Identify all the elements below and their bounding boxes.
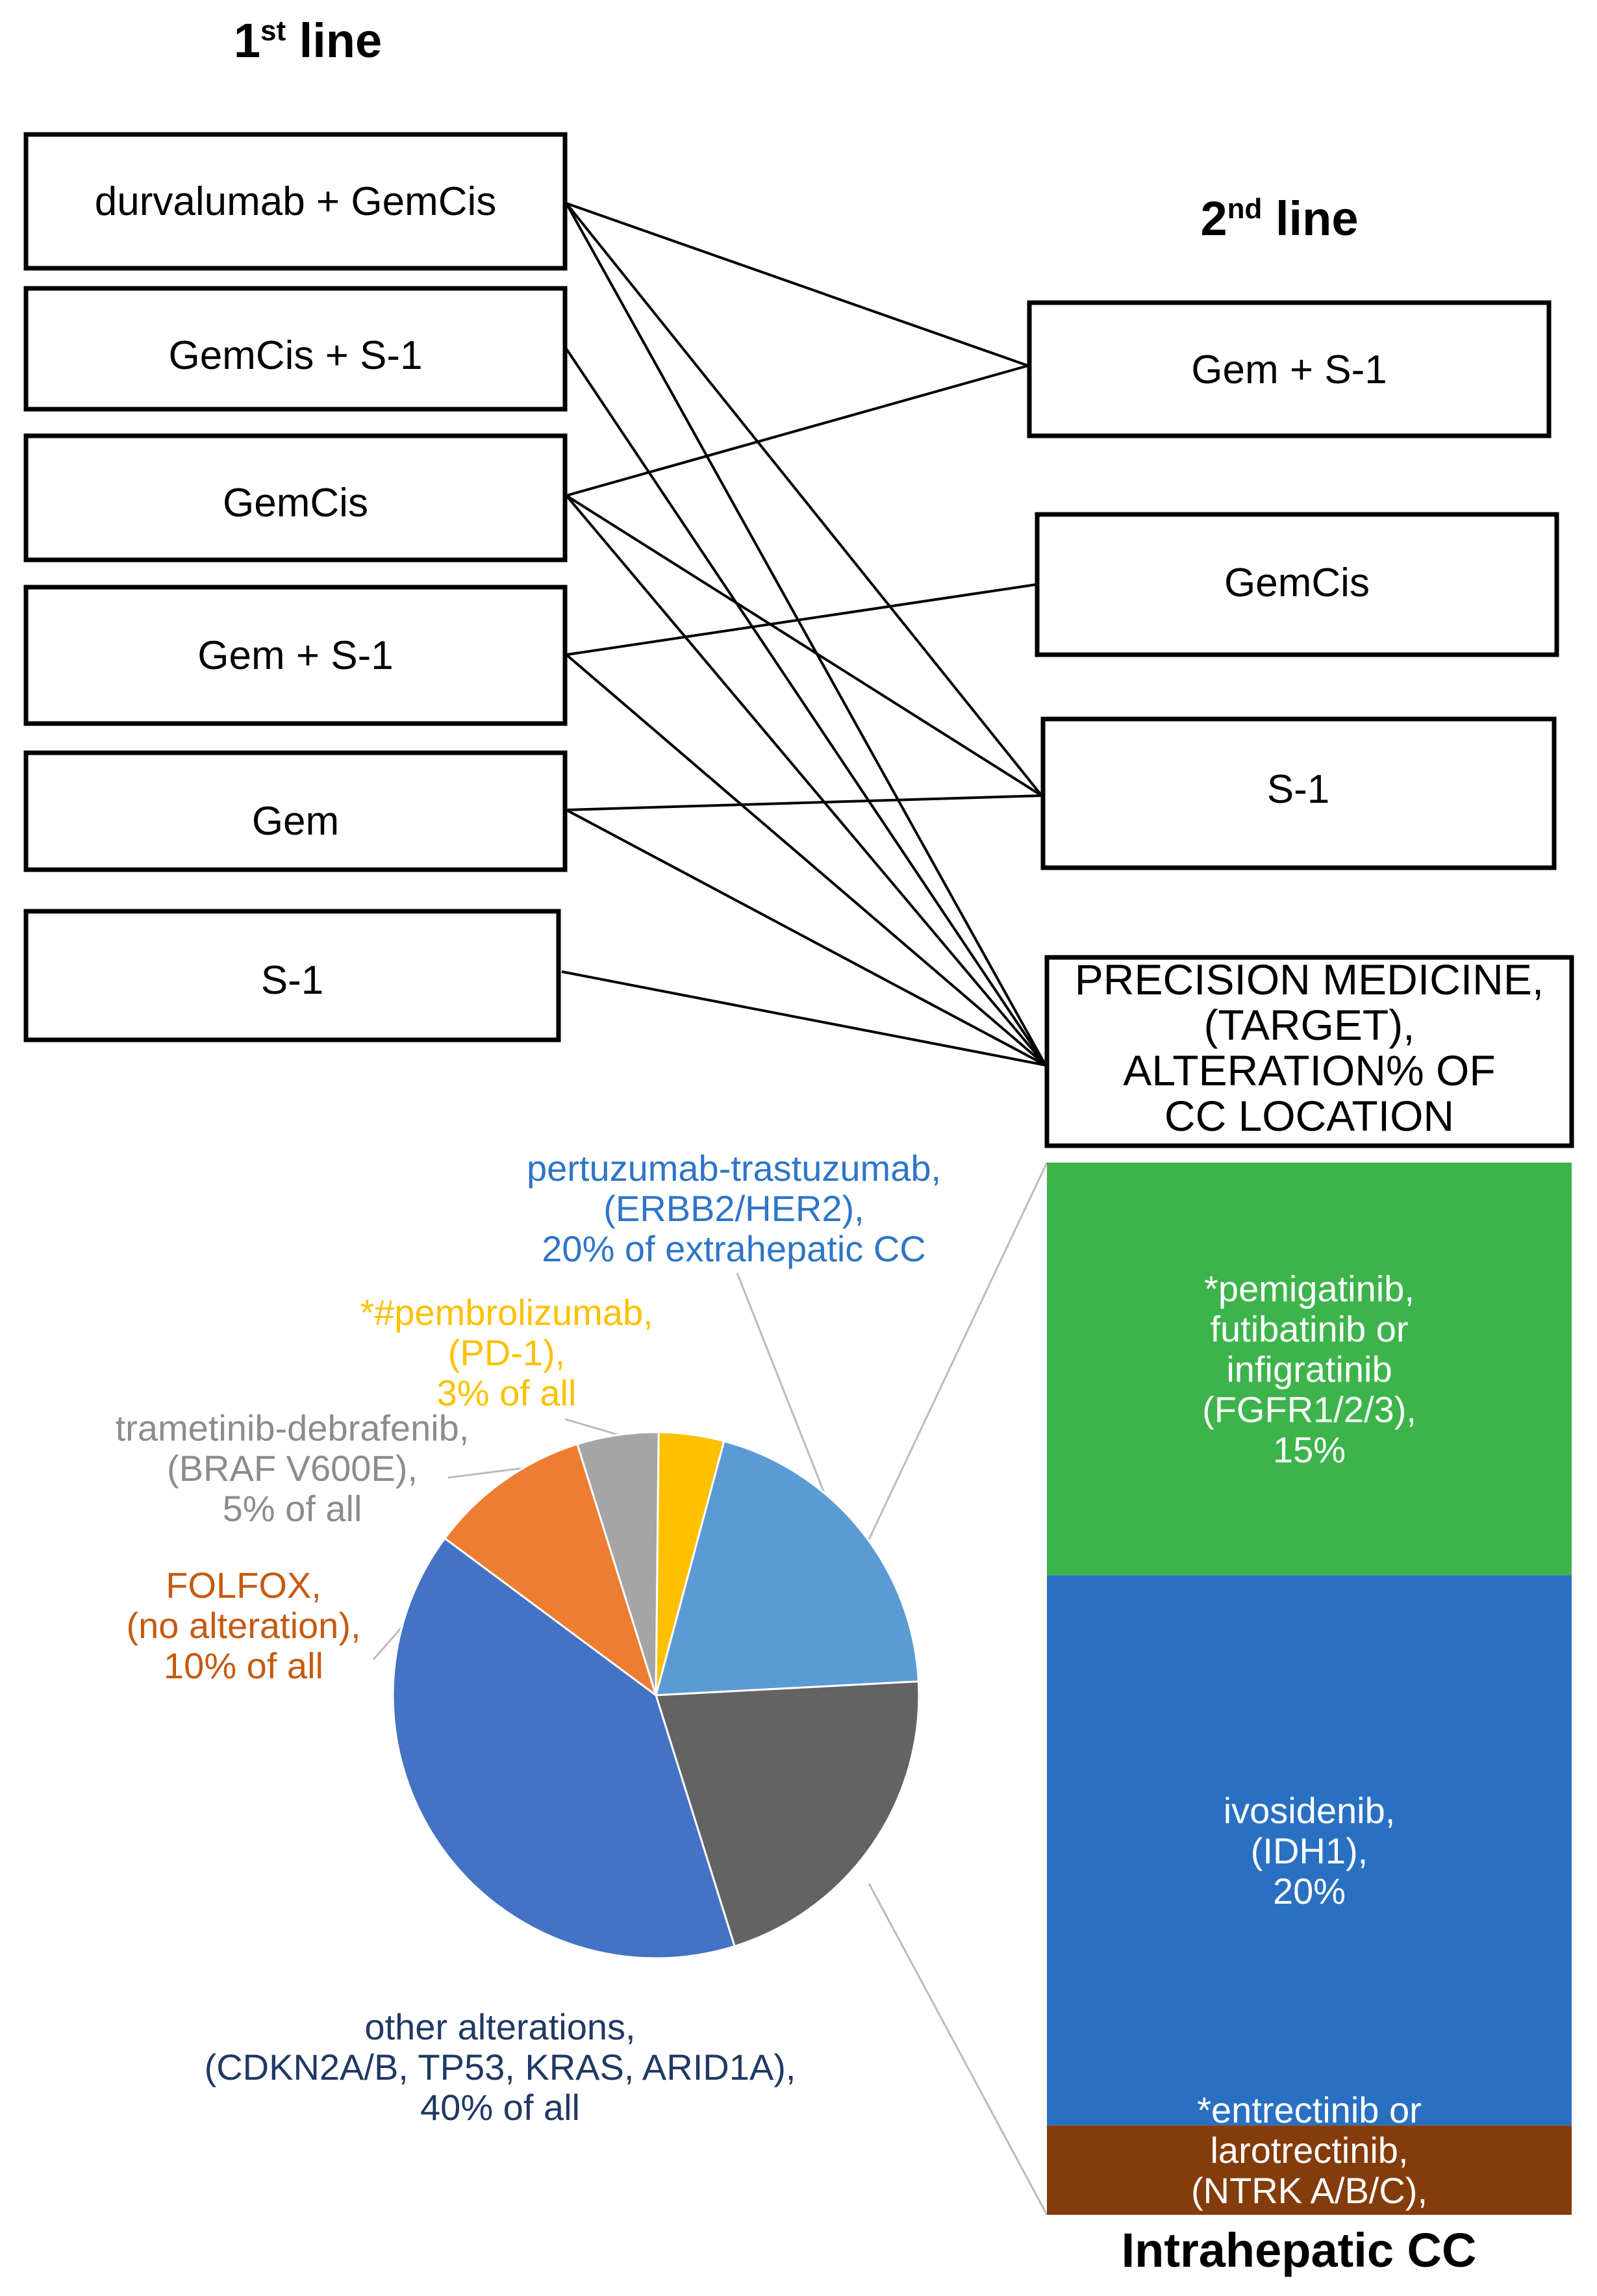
second-line-box-s1: S-1 <box>1040 716 1557 870</box>
pie-labels: pertuzumab-trastuzumab,(ERBB2/HER2),20% … <box>116 1148 941 2128</box>
pie-slice-folfox <box>443 1443 658 1698</box>
first-line-box-gemcis-s1: GemCis + S-1 <box>23 286 568 412</box>
bar-label-idh1-line-2: (IDH1), <box>1251 1830 1368 1871</box>
second-line-box-label: Gem + S-1 <box>1191 347 1387 392</box>
pie-label-her2-line-3: 20% of extrahepatic CC <box>542 1228 925 1269</box>
connection-line <box>566 364 1029 497</box>
bar-segment-idh1 <box>1047 1575 1572 2126</box>
intrahepatic-title: Intrahepatic CC <box>1122 2223 1477 2277</box>
pie-label-folfox-line-1: FOLFOX, <box>166 1565 321 1606</box>
bar-label-fgfr-line-5: 15% <box>1273 1430 1346 1470</box>
connector-top <box>868 1162 1048 1540</box>
bar-label-fgfr-line-2: futibatinib or <box>1210 1309 1408 1350</box>
connection-line <box>565 202 1043 797</box>
first-line-box-s1: S-1 <box>23 909 561 1042</box>
bar-segment-fgfr <box>1047 1163 1572 1576</box>
connection-line <box>565 494 1047 1066</box>
precision-line-3: ALTERATION% OF <box>1123 1046 1495 1094</box>
bar-label-fgfr-line-1: *pemigatinib, <box>1204 1268 1415 1309</box>
bar-label-idh1-line-3: 20% <box>1273 1871 1346 1911</box>
pie-label-pd1-line-1: *#pembrolizumab, <box>360 1292 653 1333</box>
bar-label-idh1-line-1: ivosidenib, <box>1224 1790 1396 1831</box>
connection-line <box>566 794 1042 811</box>
connection-line <box>565 653 1047 1066</box>
connection-line <box>566 202 1029 367</box>
pie-label-her2-line-1: pertuzumab-trastuzumab, <box>527 1148 941 1189</box>
bar-segment-ntrk <box>1047 2125 1572 2215</box>
first-line-box-label: S-1 <box>261 958 323 1003</box>
second-line-box-label: S-1 <box>1267 767 1329 812</box>
first-line-box-durvalumab-gemcis: durvalumab + GemCis <box>23 132 568 271</box>
connection-line <box>566 583 1037 656</box>
connection-line <box>565 203 1047 1066</box>
second-line-box-gemcis: GemCis <box>1035 512 1559 657</box>
bar-label-ntrk-line-1: *entrectinib or <box>1197 2089 1422 2130</box>
bar-label-ntrk-line-4: 1% <box>1283 2210 1336 2251</box>
pie-label-her2-line-2: (ERBB2/HER2), <box>603 1188 864 1229</box>
bar-label-fgfr-line-3: infigratinib <box>1226 1349 1392 1390</box>
pie-label-braf-line-3: 5% of all <box>223 1488 362 1529</box>
connector-bottom <box>868 1883 1048 2215</box>
first-line-box-label: GemCis + S-1 <box>168 333 422 378</box>
second-line-box-gem-s1: Gem + S-1 <box>1027 300 1552 438</box>
first-line-heading: 1st line <box>234 14 382 68</box>
pie-label-other-line-2: (CDKN2A/B, TP53, KRAS, ARID1A), <box>205 2047 796 2088</box>
connection-lines <box>561 202 1047 1066</box>
bar-label-fgfr-line-4: (FGFR1/2/3), <box>1202 1389 1416 1430</box>
precision-medicine-box: PRECISION MEDICINE, (TARGET), ALTERATION… <box>1044 955 1574 1148</box>
bar-label-ntrk-line-3: (NTRK A/B/C), <box>1191 2170 1427 2211</box>
pie-slice-intrahepatic <box>654 1680 920 1948</box>
first-line-box-label: Gem <box>252 799 339 844</box>
connection-line <box>566 809 1046 1066</box>
pie-label-pd1-line-3: 3% of all <box>437 1372 577 1413</box>
pie-label-other-line-3: 40% of all <box>420 2087 580 2128</box>
connection-line <box>561 970 1046 1066</box>
pie-label-folfox-line-3: 10% of all <box>164 1645 323 1686</box>
pie-slice-pd1 <box>655 1431 725 1696</box>
connection-line <box>565 347 1047 1066</box>
stacked-bar: *pemigatinib,futibatinib orinfigratinib(… <box>1047 1163 1572 2251</box>
pie-label-braf-line-1: trametinib-debrafenib, <box>116 1407 470 1448</box>
second-line-boxes: Gem + S-1 GemCis S-1 PRECISION MEDICINE,… <box>1027 300 1574 1148</box>
pie-to-bar-connectors <box>868 1162 1048 2215</box>
second-line-box-label: GemCis <box>1224 561 1370 605</box>
pie-label-folfox-line-2: (no alteration), <box>126 1605 360 1646</box>
first-line-box-label: GemCis <box>223 481 368 525</box>
first-line-box-gem: Gem <box>23 750 568 872</box>
pie-chart <box>392 1431 920 1960</box>
pie-label-pd1-line-2: (PD-1), <box>448 1332 565 1373</box>
first-line-box-label: durvalumab + GemCis <box>95 179 497 224</box>
pie-label-braf-line-2: (BRAF V600E), <box>167 1448 418 1489</box>
first-line-box-label: Gem + S-1 <box>197 633 394 678</box>
first-line-box-gemcis: GemCis <box>23 433 568 562</box>
pie-slice-other <box>392 1537 736 1960</box>
first-line-boxes: durvalumab + GemCis GemCis + S-1 GemCis … <box>23 132 568 1042</box>
precision-line-2: (TARGET), <box>1203 1001 1415 1049</box>
pie-label-other-line-1: other alterations, <box>364 2006 635 2047</box>
pie-slice-her2 <box>655 1439 920 1697</box>
precision-line-4: CC LOCATION <box>1164 1092 1454 1140</box>
connection-line <box>565 494 1043 797</box>
first-line-box-gem-s1: Gem + S-1 <box>23 585 568 726</box>
precision-line-1: PRECISION MEDICINE, <box>1075 955 1544 1003</box>
second-line-heading: 2nd line <box>1201 192 1359 246</box>
bar-label-ntrk-line-2: larotrectinib, <box>1210 2130 1408 2171</box>
